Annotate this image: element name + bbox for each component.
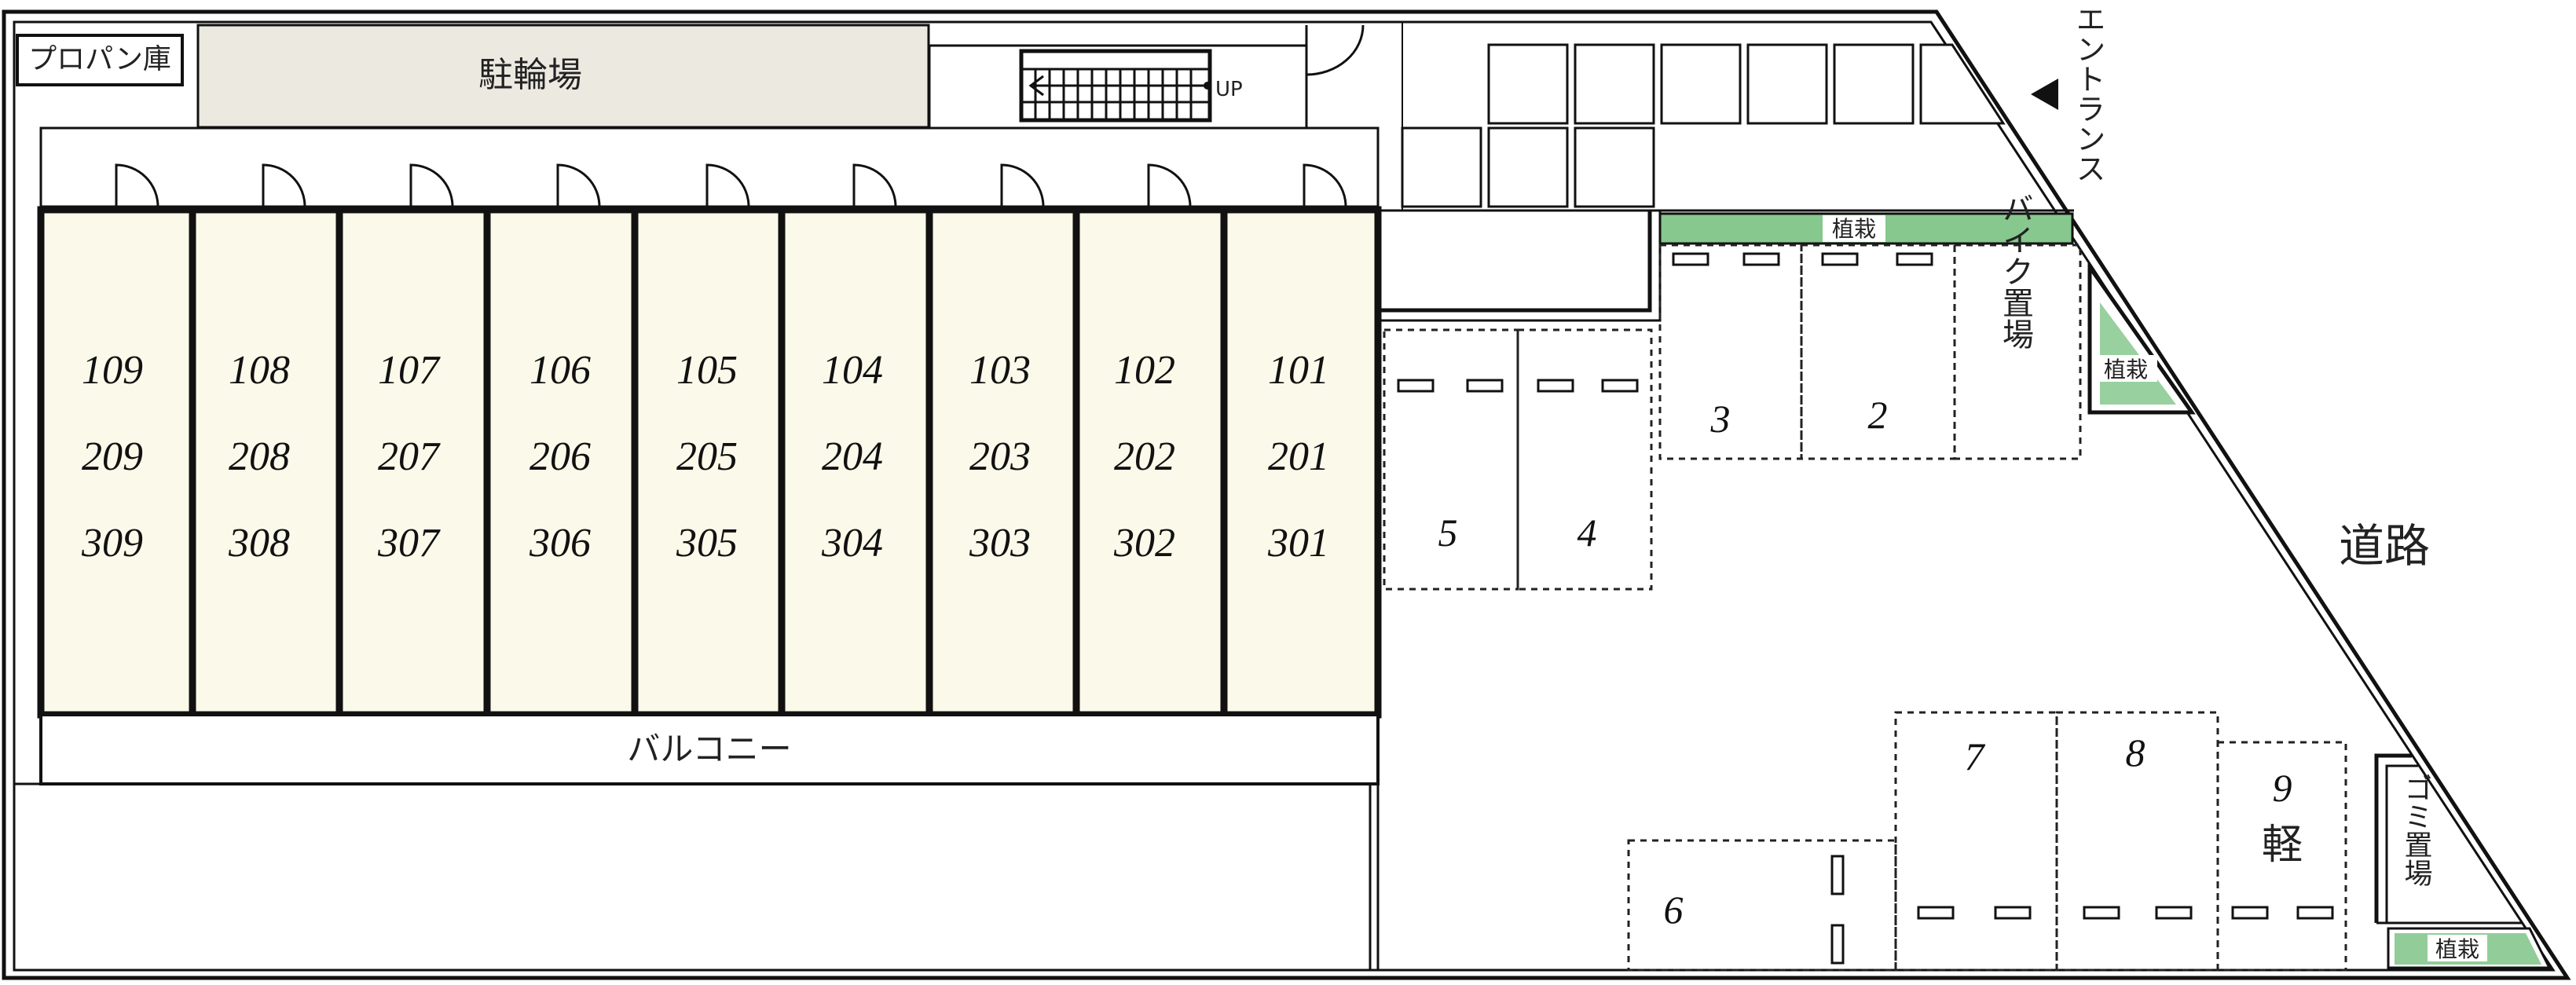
propane-storage <box>16 34 184 86</box>
unit-209: 209 <box>82 434 143 479</box>
unit-doors <box>115 163 1347 207</box>
bicycle-parking <box>196 24 930 129</box>
parking-4: 4 <box>1577 511 1597 555</box>
unit-numbers: 109 209 309 108 208 308 107 207 307 106 … <box>81 348 1329 566</box>
planting-label-bg <box>1823 215 1885 242</box>
unit-309: 309 <box>81 521 143 566</box>
kei-car-label: 軽 <box>2262 822 2303 869</box>
stair-up-label: UP <box>1215 78 1243 101</box>
unit-103: 103 <box>969 348 1031 393</box>
planting-label-bottom: 植栽 <box>2435 936 2479 962</box>
parking-bottom <box>1627 711 2347 972</box>
unit-303: 303 <box>969 521 1031 566</box>
road-label: 道路 <box>2339 519 2430 573</box>
garbage-label: ゴミ置場 <box>2400 774 2432 887</box>
balcony-label: バルコニー <box>627 730 791 768</box>
parking-6: 6 <box>1664 888 1684 932</box>
corridor <box>39 126 1380 208</box>
unit-208: 208 <box>229 434 290 479</box>
entrance-arrow-icon <box>2031 79 2058 110</box>
unit-102: 102 <box>1114 348 1175 393</box>
unit-203: 203 <box>969 434 1031 479</box>
unit-307: 307 <box>377 521 441 566</box>
unit-207: 207 <box>378 434 441 479</box>
unit-305: 305 <box>676 521 738 566</box>
planting-tri-label-bg <box>2098 355 2157 382</box>
unit-106: 106 <box>529 348 591 393</box>
planting-label-triangle: 植栽 <box>2104 357 2148 383</box>
unit-205: 205 <box>676 434 738 479</box>
parking-2: 2 <box>1868 393 1888 437</box>
unit-301: 301 <box>1267 521 1329 566</box>
planting-label-top: 植栽 <box>1832 216 1876 242</box>
unit-108: 108 <box>229 348 290 393</box>
entrance-label: エントランス <box>2071 4 2105 183</box>
planting-bottom-label-bg <box>2428 935 2487 961</box>
propane-label: プロパン庫 <box>28 43 171 75</box>
unit-206: 206 <box>529 434 591 479</box>
garbage-area-inner <box>2385 764 2418 923</box>
unit-107: 107 <box>378 348 441 393</box>
unit-104: 104 <box>822 348 883 393</box>
parking-mid-row <box>1383 328 1653 591</box>
bicycle-parking-label: 駐輪場 <box>478 55 582 95</box>
garbage-area <box>2374 753 2412 923</box>
site-boundary-inner <box>13 20 2556 972</box>
unit-308: 308 <box>228 521 290 566</box>
balcony <box>39 713 1380 785</box>
side-structure <box>1378 211 1652 313</box>
unit-201: 201 <box>1268 434 1329 479</box>
bike-parking-label: バイク置場 <box>1997 192 2033 350</box>
unit-105: 105 <box>676 348 738 393</box>
unit-101: 101 <box>1268 348 1329 393</box>
paving-grid <box>1401 43 2006 208</box>
parking-9: 9 <box>2273 766 2292 810</box>
unit-202: 202 <box>1114 434 1175 479</box>
parking-7: 7 <box>1965 734 1986 778</box>
parking-8: 8 <box>2126 731 2145 774</box>
building <box>37 206 1382 719</box>
unit-204: 204 <box>822 434 883 479</box>
unit-306: 306 <box>529 521 591 566</box>
parking-3: 3 <box>1710 397 1731 441</box>
parking-top-row <box>1658 244 2082 460</box>
unit-304: 304 <box>821 521 883 566</box>
unit-109: 109 <box>82 348 143 393</box>
staircase <box>1019 49 1212 123</box>
unit-302: 302 <box>1113 521 1175 566</box>
parking-5: 5 <box>1438 511 1458 555</box>
stair-door-arc <box>1305 24 1365 76</box>
